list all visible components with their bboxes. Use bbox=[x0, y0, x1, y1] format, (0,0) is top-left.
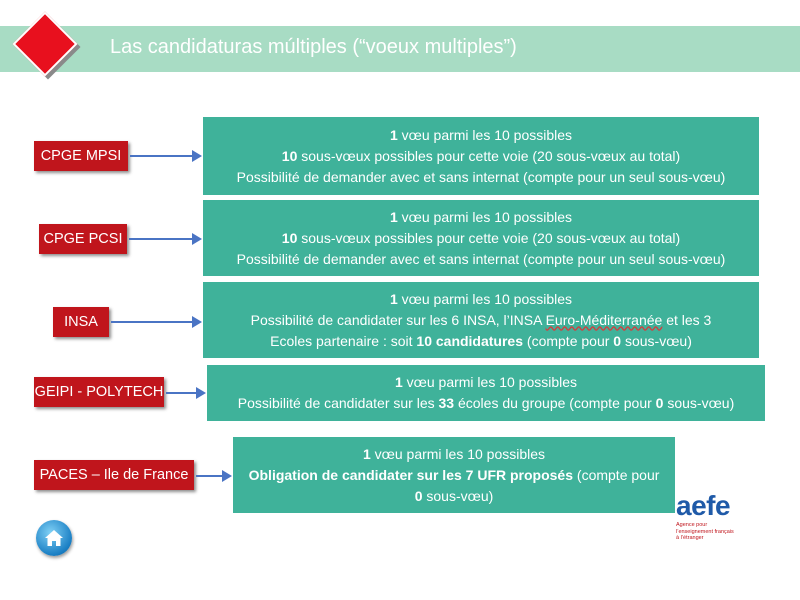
label-insa: INSA bbox=[53, 307, 109, 337]
info-text: Euro-Méditerranée bbox=[545, 311, 663, 328]
info-line: 10 sous-vœux possibles pour cette voie (… bbox=[207, 228, 755, 249]
slide-title: Las candidaturas múltiples (“voeux multi… bbox=[110, 36, 517, 58]
info-line: 1 vœu parmi les 10 possibles bbox=[211, 372, 761, 393]
info-text: 1 bbox=[394, 374, 403, 390]
home-button[interactable] bbox=[36, 520, 72, 556]
logo-sub-line: l’enseignement français bbox=[676, 528, 734, 535]
info-text: sous-vœu) bbox=[621, 332, 692, 349]
info-text: 10 bbox=[281, 147, 298, 164]
info-text: (compte pour bbox=[523, 332, 614, 349]
info-text: sous-vœux possibles pour cette voie (20 … bbox=[297, 147, 681, 164]
info-line: Possibilité de demander avec et sans int… bbox=[207, 249, 755, 270]
info-line: 1 vœu parmi les 10 possibles bbox=[207, 289, 755, 310]
info-line: Possibilité de demander avec et sans int… bbox=[207, 167, 755, 188]
info-text: vœu parmi les 10 possibles bbox=[397, 126, 573, 143]
home-icon bbox=[45, 530, 63, 546]
logo-subtitle: Agence pour l’enseignement français à l’… bbox=[676, 522, 734, 542]
info-text: (compte pour bbox=[573, 466, 660, 483]
info-line: 10 sous-vœux possibles pour cette voie (… bbox=[207, 146, 755, 167]
info-text: 1 bbox=[389, 208, 398, 225]
info-text: Possibilité de demander avec et sans int… bbox=[236, 250, 726, 267]
label-geipi-polytech: GEIPI - POLYTECH bbox=[34, 377, 164, 407]
info-text: 10 bbox=[281, 229, 298, 246]
logo-sub-line: Agence pour bbox=[676, 522, 708, 528]
info-text: 1 bbox=[389, 126, 398, 143]
info-line: 1 vœu parmi les 10 possibles bbox=[237, 444, 671, 465]
arrow-icon bbox=[166, 387, 206, 399]
info-text: sous-vœux possibles pour cette voie (20 … bbox=[297, 229, 681, 246]
info-text: 33 bbox=[438, 395, 455, 411]
arrow-icon bbox=[196, 470, 232, 482]
aefe-logo: aefe Agence pour l’enseignement français… bbox=[676, 492, 734, 542]
info-text: 1 bbox=[389, 290, 398, 307]
info-line: Ecoles partenaire : soit 10 candidatures… bbox=[207, 331, 755, 352]
info-line: Possibilité de candidater sur les 6 INSA… bbox=[207, 310, 755, 331]
info-line: 1 vœu parmi les 10 possibles bbox=[207, 207, 755, 228]
arrow-icon bbox=[129, 233, 202, 245]
info-text: écoles du groupe (compte pour bbox=[454, 395, 656, 411]
info-text: Ecoles partenaire : soit bbox=[270, 332, 417, 349]
info-text: Possibilité de demander avec et sans int… bbox=[236, 168, 726, 185]
info-text: Possibilité de candidater sur les 6 INSA… bbox=[250, 311, 546, 328]
info-text: 0 bbox=[414, 487, 423, 504]
info-text: 0 bbox=[613, 332, 622, 349]
label-paces: PACES – Ile de France bbox=[34, 460, 194, 490]
info-text: sous-vœu) bbox=[663, 395, 735, 411]
info-text: Possibilité de candidater sur les bbox=[237, 395, 439, 411]
label-cpge-mpsi: CPGE MPSI bbox=[34, 141, 128, 171]
info-text: et les 3 bbox=[662, 311, 712, 328]
info-line: 1 vœu parmi les 10 possibles bbox=[207, 125, 755, 146]
info-text: vœu parmi les 10 possibles bbox=[397, 290, 573, 307]
info-line: 0 sous-vœu) bbox=[237, 486, 671, 507]
info-text: vœu parmi les 10 possibles bbox=[402, 374, 578, 390]
arrow-icon bbox=[130, 150, 202, 162]
logo-sub-line: à l’étranger bbox=[676, 535, 704, 541]
logo-word: aefe bbox=[676, 490, 731, 521]
info-text: 0 bbox=[655, 395, 664, 411]
info-text: vœu parmi les 10 possibles bbox=[397, 208, 573, 225]
info-line: Obligation de candidater sur les 7 UFR p… bbox=[237, 465, 671, 486]
title-bar bbox=[0, 26, 800, 72]
arrow-icon bbox=[111, 316, 202, 328]
info-line: Possibilité de candidater sur les 33 éco… bbox=[211, 393, 761, 414]
info-text: 1 bbox=[362, 445, 371, 462]
info-text: Obligation de candidater sur les 7 UFR p… bbox=[248, 466, 574, 483]
label-cpge-pcsi: CPGE PCSI bbox=[39, 224, 127, 254]
info-text: sous-vœu) bbox=[422, 487, 494, 504]
info-text: 10 candidatures bbox=[416, 332, 524, 349]
info-text: vœu parmi les 10 possibles bbox=[370, 445, 546, 462]
